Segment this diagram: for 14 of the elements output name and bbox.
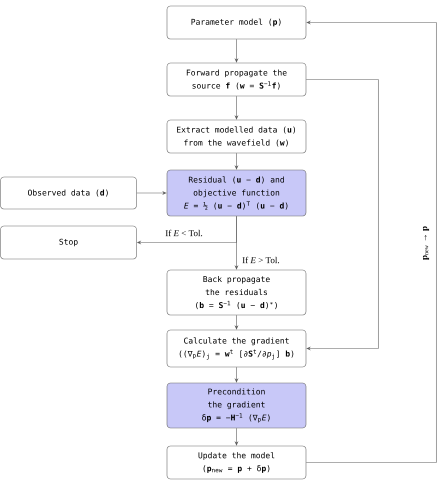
edge-label: If E > Tol. [242, 256, 280, 264]
process-box: Calculate the gradient ((∇$_{p}$E)$_{j}$ = w$^{t}$ [∂S$^{t}$/∂p$_{j}$] b) [166, 330, 306, 368]
process-box: Forward propagate the source f (w = S$^{−1}$f) [166, 62, 306, 96]
edge-label: p$_{new}$ → p [422, 226, 430, 260]
terminal-box: Stop [0, 226, 137, 260]
process-box: Precondition the gradient δp = −H$^{−1}$ (∇$_{p}$E) [166, 382, 306, 428]
process-box: Update the model (p$_{new}$ = p + δp) [166, 446, 306, 480]
process-box: Back propagate the residuals (b = S$^{−1}$ (u − d)$^{∗}$) [166, 270, 306, 316]
process-box: Observed data (d) [0, 176, 137, 210]
process-box: Parameter model (p) [166, 6, 306, 40]
process-box: Residual (u − d) and objective function E = ½ (u − d)$^{T}$ (u − d) [166, 170, 306, 216]
arrow [306, 79, 379, 351]
process-box: Extract modelled data (u) from the wavefield (w) [166, 120, 306, 154]
edge-label: If E < Tol. [166, 230, 202, 236]
